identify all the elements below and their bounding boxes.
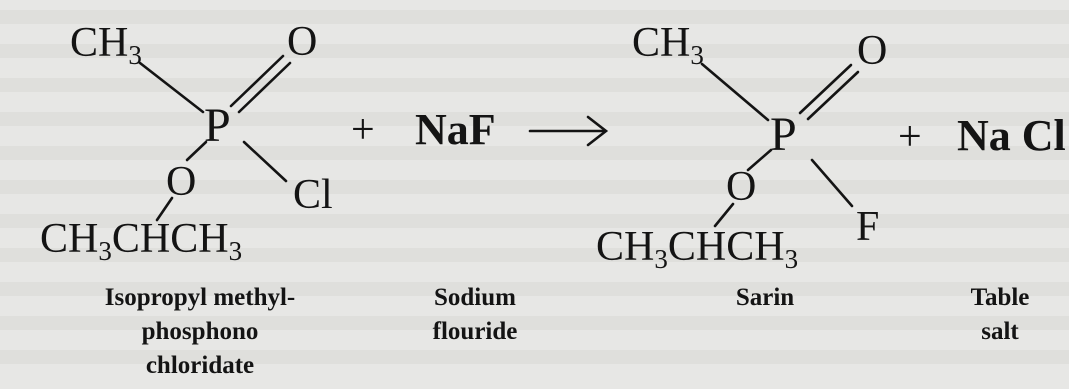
bond-phosphorus-ether-oxygen <box>746 148 773 172</box>
bond-oxygen-isopropyl <box>713 202 735 228</box>
product-sarin: CH3 O P O F CH3CHCH3 <box>596 20 887 274</box>
bond-phosphorus-oxygen-double-a <box>229 54 285 108</box>
show-through-line <box>0 282 1069 296</box>
bond-phosphorus-ether-oxygen <box>185 140 208 162</box>
sodium-fluoride-formula: NaF <box>415 105 496 154</box>
reactant1-name-label: Isopropyl methyl- phosphono chloridate <box>40 281 360 383</box>
sodium-chloride-formula: Na Cl <box>957 111 1066 160</box>
show-through-line <box>0 350 1069 364</box>
label-line: phosphono <box>141 318 259 345</box>
label-line: Table <box>970 284 1030 311</box>
product2-name-label: Table salt <box>945 281 1055 349</box>
label-line: salt <box>981 318 1019 345</box>
bond-phosphorus-oxygen-double-b <box>806 70 860 121</box>
methyl-group: CH3 <box>632 20 704 70</box>
bond-phosphorus-fluorine <box>810 158 854 208</box>
methyl-group: CH3 <box>70 20 142 70</box>
chlorine-atom: Cl <box>293 172 333 218</box>
phosphorus-atom: P <box>204 99 231 152</box>
double-bonded-oxygen: O <box>287 19 317 65</box>
plus-sign: + <box>898 114 922 160</box>
bond-phosphorus-oxygen-double-b <box>237 61 292 114</box>
label-line: Isopropyl methyl- <box>104 284 296 311</box>
bond-phosphorus-chlorine <box>242 140 288 183</box>
reaction-arrow <box>528 115 609 147</box>
label-line: Sarin <box>735 284 795 311</box>
reactant-isopropyl-methylphosphonochloridate: CH3 O P O Cl CH3CHCH3 <box>40 19 333 266</box>
label-line: chloridate <box>145 352 255 379</box>
fluorine-atom: F <box>856 204 879 250</box>
double-bonded-oxygen: O <box>857 28 887 74</box>
bond-oxygen-isopropyl <box>155 196 174 222</box>
bond-phosphorus-oxygen-double-a <box>798 63 853 115</box>
bond-methyl-phosphorus <box>700 62 770 122</box>
show-through-line <box>0 180 1069 194</box>
bond-methyl-phosphorus <box>138 61 205 114</box>
show-through-line <box>0 78 1069 92</box>
ether-oxygen: O <box>726 164 756 210</box>
reactant2-name-label: Sodium flouride <box>405 281 545 349</box>
show-through-line <box>0 112 1069 126</box>
isopropyl-group: CH3CHCH3 <box>40 216 242 266</box>
label-line: flouride <box>432 318 518 345</box>
isopropyl-group: CH3CHCH3 <box>596 224 798 274</box>
plus-sign: + <box>351 107 375 153</box>
show-through-line <box>0 316 1069 330</box>
show-through-line <box>0 214 1069 228</box>
show-through-line <box>0 146 1069 160</box>
show-through-line <box>0 10 1069 24</box>
show-through-line <box>0 248 1069 262</box>
show-through-line <box>0 44 1069 58</box>
phosphorus-atom: P <box>770 108 797 161</box>
product1-name-label: Sarin <box>700 281 830 315</box>
label-line: Sodium <box>434 284 516 311</box>
